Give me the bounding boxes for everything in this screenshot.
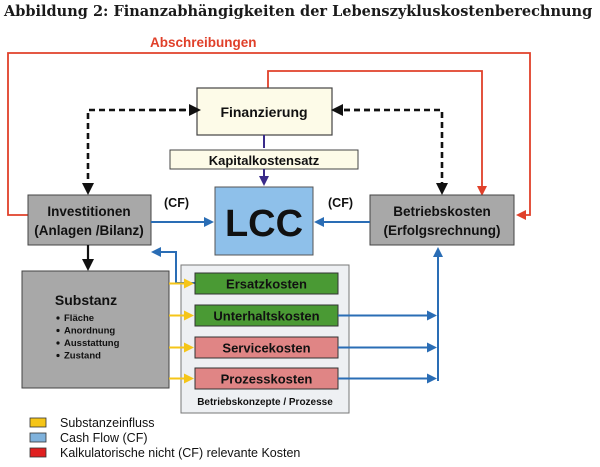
investitionen-label-2: (Anlagen /Bilanz): [34, 223, 144, 238]
betriebskosten-label-2: (Erfolgsrechnung): [384, 223, 501, 238]
servicekosten-label: Servicekosten: [222, 341, 310, 356]
unterhaltskosten-label: Unterhaltskosten: [213, 309, 319, 324]
substanz-bullet: [56, 328, 60, 333]
substanz-item: Fläche: [64, 313, 94, 324]
substanz-item: Zustand: [64, 351, 101, 362]
legend-swatch: [29, 447, 47, 458]
investitionen-label-1: Investitionen: [47, 204, 130, 219]
substanz-box: [21, 270, 170, 389]
ersatzkosten-box: [194, 272, 339, 295]
substanz-bullet: [56, 316, 60, 320]
substanz-title: Substanz: [55, 292, 117, 308]
dashed-arrow-to-investitionen: [82, 108, 195, 195]
legend-swatch: [29, 432, 47, 443]
substanz-bullet: [56, 353, 60, 358]
substanz-item: Anordnung: [64, 326, 115, 337]
betriebskosten-box: [369, 194, 515, 246]
ersatzkosten-label: Ersatzkosten: [226, 277, 307, 292]
abschreibungen-label: Abschreibungen: [150, 35, 257, 50]
prozesskosten-label: Prozesskosten: [221, 372, 313, 387]
legend-label: Kalkulatorische nicht (CF) relevante Kos…: [60, 446, 300, 460]
figure-caption: Abbildung 2: Finanzabhängigkeiten der Le…: [3, 3, 592, 20]
lcc-box: [214, 186, 314, 256]
legend-label: Cash Flow (CF): [60, 431, 148, 445]
betriebskosten-label-1: Betriebskosten: [393, 204, 491, 219]
finanzierung-label: Finanzierung: [220, 104, 307, 120]
kapitalkostensatz-label: Kapitalkostensatz: [209, 153, 320, 168]
kosten-group: ErsatzkostenUnterhaltskostenServicekoste…: [169, 272, 437, 390]
substanz-bullet: [56, 341, 60, 345]
red-arrow-to-betriebskosten: [267, 70, 487, 196]
cf-label-left: (CF): [164, 196, 189, 210]
substanz-item: Ausstattung: [64, 338, 120, 349]
legend-swatch: [29, 417, 47, 428]
betriebskonzepte-label: Betriebskonzepte / Prozesse: [197, 397, 333, 408]
legend-label: Substanzeinfluss: [60, 416, 155, 430]
cf-label-right: (CF): [328, 196, 353, 210]
lcc-label: LCC: [225, 203, 303, 245]
investitionen-box: [27, 194, 152, 246]
abschreibungen-arrow: [7, 52, 531, 220]
